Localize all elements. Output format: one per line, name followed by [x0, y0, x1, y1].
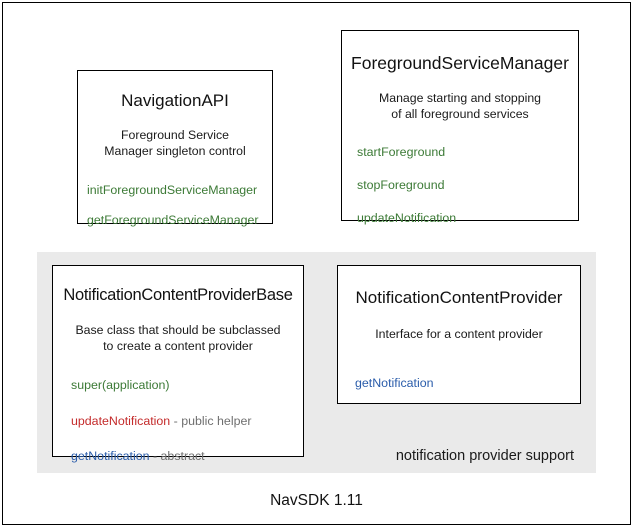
group-panel-label: notification provider support [395, 448, 574, 464]
method-list-foreground-service-manager: startForeground stopForeground updateNot… [342, 145, 578, 226]
class-title-navigation-api: NavigationAPI [121, 91, 229, 110]
class-description-line: Manager singleton control [104, 143, 246, 158]
method-item[interactable]: super(application) [71, 378, 303, 393]
method-name: initForegroundServiceManager [87, 183, 258, 198]
method-name: getForegroundServiceManager [87, 213, 259, 228]
method-name: startForeground [357, 144, 446, 159]
method-name: super(application) [71, 377, 170, 392]
class-description-line: to create a content provider [103, 339, 253, 354]
class-description-foreground-service-manager: Manage starting and stopping of all fore… [342, 90, 578, 123]
method-name: getNotification [355, 375, 434, 390]
method-name: updateNotification [357, 210, 457, 225]
method-list-navigation-api: initForegroundServiceManager getForegrou… [78, 183, 272, 228]
class-box-foreground-service-manager[interactable]: ForegroundServiceManager Manage starting… [341, 30, 579, 225]
method-name: stopForeground [357, 177, 445, 192]
method-item[interactable]: getNotification - abstract [71, 449, 303, 464]
method-item[interactable]: getForegroundServiceManager [87, 213, 272, 228]
class-description-line: Foreground Service [121, 127, 229, 142]
class-description-notification-content-provider: Interface for a content provider [338, 326, 580, 342]
method-item[interactable]: updateNotification - public helper [71, 414, 303, 429]
class-box-navigation-api[interactable]: NavigationAPI Foreground Service Manager… [77, 70, 273, 227]
method-note: - public helper [170, 413, 252, 428]
method-item[interactable]: initForegroundServiceManager [87, 183, 272, 198]
class-description-line: of all foreground services [391, 107, 529, 122]
method-item[interactable]: startForeground [357, 145, 578, 160]
method-name: getNotification [71, 449, 150, 464]
class-description-line: Interface for a content provider [375, 326, 543, 341]
method-name: updateNotification [71, 413, 171, 428]
method-item[interactable]: stopForeground [357, 178, 578, 193]
class-description-navigation-api: Foreground Service Manager singleton con… [78, 127, 272, 160]
method-list-notification-content-provider-base: super(application) updateNotification - … [53, 378, 303, 465]
method-item[interactable]: getNotification [355, 376, 580, 391]
method-note: - abstract [149, 449, 205, 464]
class-description-notification-content-provider-base: Base class that should be subclassed to … [53, 322, 303, 355]
method-list-notification-content-provider: getNotification [338, 376, 580, 391]
class-description-line: Manage starting and stopping [378, 91, 542, 106]
class-description-line: Base class that should be subclassed [75, 322, 281, 337]
method-item[interactable]: updateNotification [357, 211, 578, 226]
class-title-notification-content-provider: NotificationContentProvider [355, 288, 563, 307]
class-box-notification-content-provider-base[interactable]: NotificationContentProviderBase Base cla… [52, 265, 304, 463]
class-title-notification-content-provider-base: NotificationContentProviderBase [63, 286, 293, 304]
diagram-footer-caption: NavSDK 1.11 [270, 492, 363, 509]
class-box-notification-content-provider[interactable]: NotificationContentProvider Interface fo… [337, 265, 581, 404]
class-title-foreground-service-manager: ForegroundServiceManager [351, 53, 569, 73]
